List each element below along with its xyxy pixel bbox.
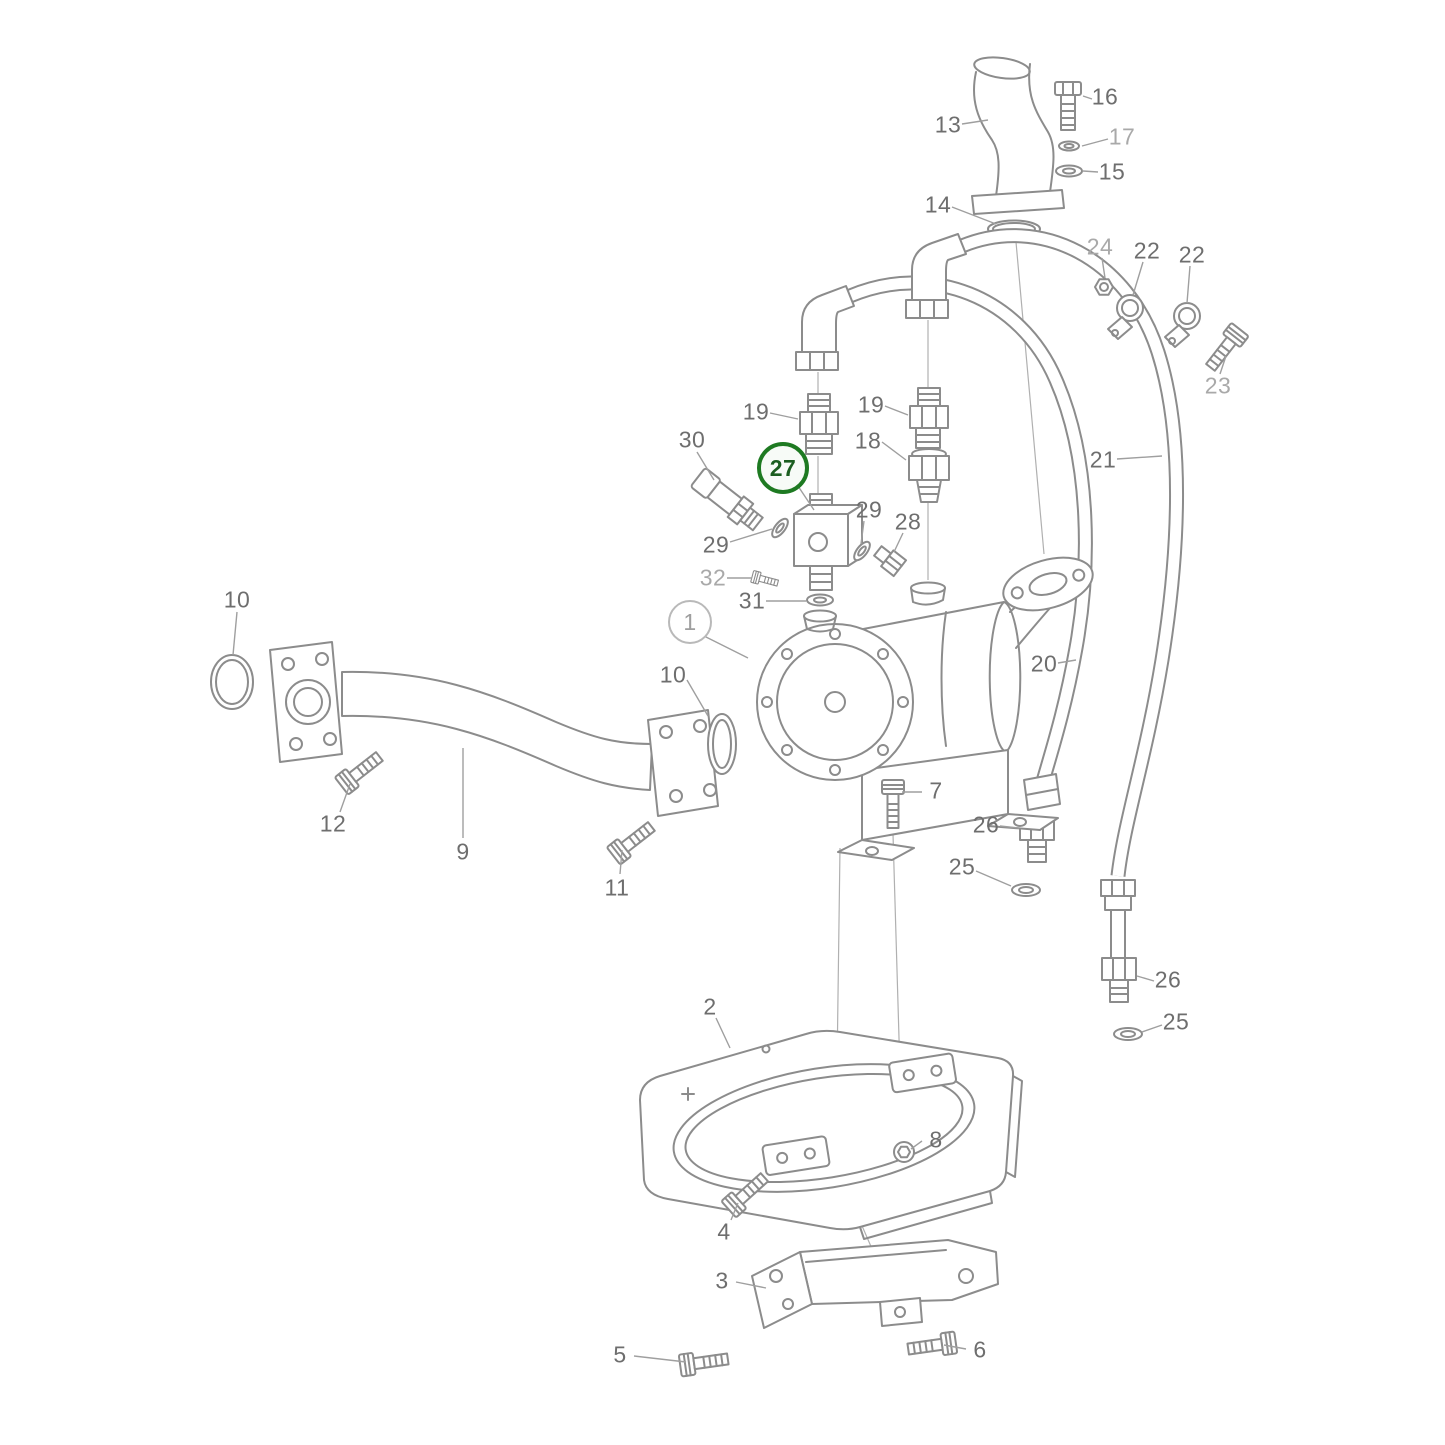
callout-25[interactable]: 25 — [948, 853, 976, 880]
part-25a-washer — [1011, 883, 1041, 897]
part-24-nut — [1094, 278, 1114, 296]
part-13-pipe — [971, 56, 1065, 215]
callout-7[interactable]: 7 — [929, 777, 943, 804]
part-3-bracket — [751, 1239, 999, 1329]
callout-26[interactable]: 26 — [1154, 966, 1182, 993]
callout-29[interactable]: 29 — [702, 531, 730, 558]
part-22b-clamp — [1164, 302, 1201, 348]
callout-9[interactable]: 9 — [456, 838, 470, 865]
callout-27[interactable]: 27 — [757, 442, 809, 494]
part-18-fitting — [908, 448, 950, 503]
part-1-heat-exchanger — [756, 556, 1094, 861]
callout-2[interactable]: 2 — [703, 993, 717, 1020]
elbow-fitting-a — [795, 285, 855, 371]
part-29a-washer — [771, 517, 789, 539]
callout-12[interactable]: 12 — [319, 810, 347, 837]
callout-19[interactable]: 19 — [857, 391, 885, 418]
callout-15[interactable]: 15 — [1098, 158, 1126, 185]
leader-lines — [232, 95, 1227, 1363]
callout-16[interactable]: 16 — [1091, 83, 1119, 110]
callout-19[interactable]: 19 — [742, 398, 770, 425]
part-21-hose — [959, 228, 1184, 959]
callout-1[interactable]: 1 — [668, 600, 712, 644]
part-8-plug — [893, 1141, 915, 1163]
assembly-axis-lines — [817, 241, 1045, 1305]
part-32-screw — [750, 569, 780, 590]
callout-30[interactable]: 30 — [678, 426, 706, 453]
callout-3[interactable]: 3 — [715, 1267, 729, 1294]
part-10a-oring — [210, 654, 254, 710]
callout-6[interactable]: 6 — [973, 1336, 987, 1363]
part-20-hose — [847, 275, 1093, 811]
callout-18[interactable]: 18 — [854, 427, 882, 454]
part-2-mounting-plate — [639, 1029, 1023, 1240]
part-11-bolt — [605, 816, 660, 866]
elbow-fitting-b — [905, 233, 967, 319]
callout-20[interactable]: 20 — [1030, 650, 1058, 677]
part-19a-fitting — [799, 393, 839, 455]
part-30-sensor — [690, 467, 764, 532]
part-10b-oring — [707, 713, 737, 775]
part-19b-fitting — [909, 387, 949, 449]
part-29b-washer — [853, 540, 871, 562]
part-25b-washer — [1113, 1027, 1143, 1041]
part-28-plug — [873, 545, 908, 578]
part-5-bolt — [677, 1347, 731, 1378]
callout-11[interactable]: 11 — [604, 874, 630, 901]
part-17-washer — [1058, 140, 1080, 152]
callout-22[interactable]: 22 — [1178, 241, 1206, 268]
callout-4[interactable]: 4 — [717, 1218, 731, 1245]
callout-24[interactable]: 24 — [1086, 233, 1114, 260]
callout-28[interactable]: 28 — [894, 508, 922, 535]
callout-22[interactable]: 22 — [1133, 237, 1161, 264]
callout-8[interactable]: 8 — [929, 1126, 943, 1153]
part-16-bolt — [1054, 81, 1082, 131]
callout-23[interactable]: 23 — [1204, 372, 1232, 399]
callout-17[interactable]: 17 — [1108, 123, 1136, 150]
callout-14[interactable]: 14 — [924, 191, 952, 218]
callout-32[interactable]: 32 — [699, 564, 727, 591]
part-31-washer — [806, 593, 834, 607]
callout-21[interactable]: 21 — [1089, 446, 1117, 473]
callout-5[interactable]: 5 — [613, 1341, 627, 1368]
callout-25[interactable]: 25 — [1162, 1008, 1190, 1035]
callout-13[interactable]: 13 — [934, 111, 962, 138]
callout-31[interactable]: 31 — [738, 587, 766, 614]
callout-10[interactable]: 10 — [223, 586, 251, 613]
part-23-bolt — [1200, 321, 1250, 376]
callout-29[interactable]: 29 — [855, 496, 883, 523]
part-9-pipe — [269, 641, 719, 817]
part-15-washer — [1055, 164, 1083, 178]
part-26b-fitting — [1101, 957, 1137, 1003]
part-27-connector-block — [793, 493, 863, 591]
callout-10[interactable]: 10 — [659, 661, 687, 688]
part-22a-clamp — [1107, 294, 1144, 340]
callout-26[interactable]: 26 — [972, 811, 1000, 838]
